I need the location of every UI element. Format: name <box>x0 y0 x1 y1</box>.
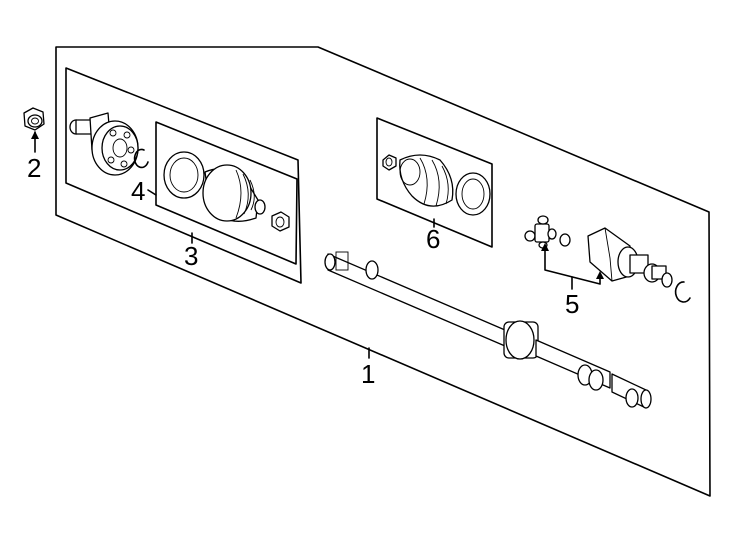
leader-5 <box>541 243 604 290</box>
tripod-spider <box>524 215 557 249</box>
outer-cv-joint <box>69 112 139 176</box>
boot-kit <box>163 151 290 232</box>
box-part-4 <box>155 121 298 265</box>
inner-snap-ring <box>559 233 571 247</box>
box-part-3 <box>65 67 302 284</box>
box-part-6 <box>376 117 493 248</box>
inner-boot-kit <box>382 154 491 216</box>
nut-part-2 <box>23 107 45 131</box>
callout-2: 2 <box>27 153 41 183</box>
arrow-2 <box>31 131 39 139</box>
callout-1: 1 <box>361 359 375 389</box>
callout-5: 5 <box>565 289 579 319</box>
callout-4: 4 <box>131 176 145 206</box>
callout-3: 3 <box>184 241 198 271</box>
snap-ring-outer <box>133 148 149 169</box>
main-panel-outline <box>55 46 711 497</box>
small-clamp <box>271 211 290 232</box>
axle-shaft <box>324 251 652 409</box>
housing-snap-ring <box>674 281 691 303</box>
callout-6: 6 <box>426 224 440 254</box>
leader-4 <box>147 189 157 196</box>
inner-joint-housing <box>587 227 673 288</box>
